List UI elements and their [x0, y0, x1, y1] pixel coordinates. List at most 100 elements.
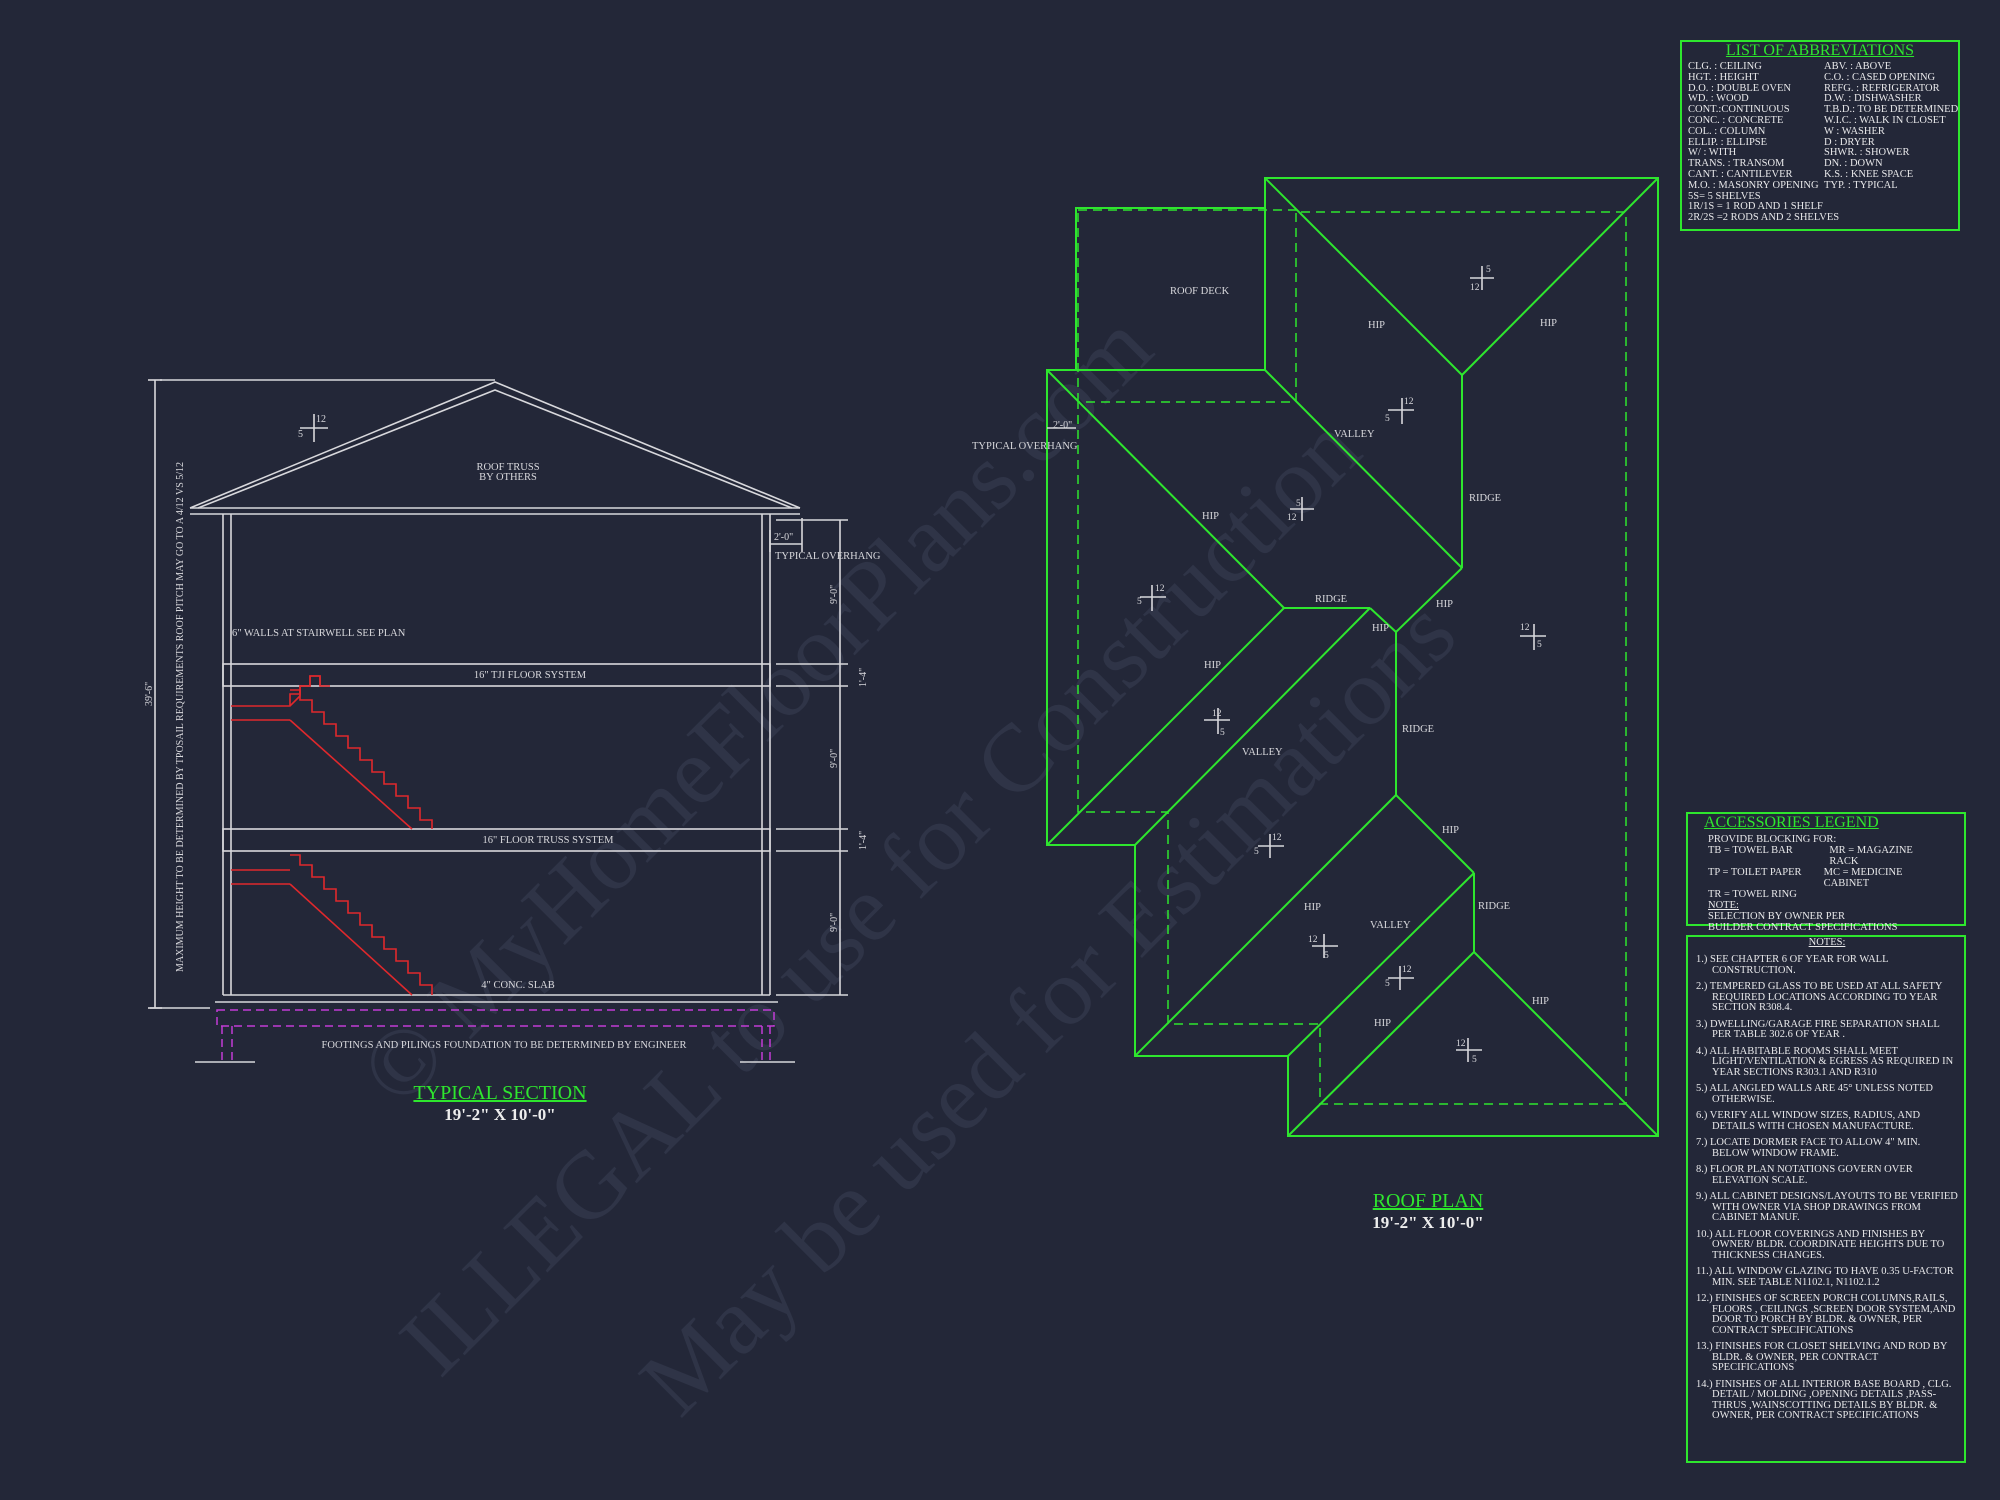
roof-valley-label-2: VALLEY	[1242, 747, 1283, 758]
note-item: 12.) FINISHES OF SCREEN PORCH COLUMNS,RA…	[1696, 1293, 1956, 1336]
pitch-g-run: 12	[1272, 833, 1282, 843]
abbreviation-item: CANT. : CANTILEVER	[1688, 168, 1793, 180]
abbreviation-item: 1R/1S = 1 ROD AND 1 SHELF	[1688, 201, 1823, 213]
abbreviation-item: REFG. : REFRIGERATOR	[1824, 82, 1940, 94]
pitch-g-rise: 5	[1254, 847, 1259, 857]
abbreviations-title: LIST OF ABBREVIATIONS	[1725, 42, 1915, 59]
abbreviation-item: ELLIP. : ELLIPSE	[1688, 136, 1768, 148]
roof-hip-label-8: HIP	[1304, 902, 1321, 913]
pitch-d-rise: 5	[1137, 597, 1142, 607]
pitch-e-rise: 5	[1537, 640, 1542, 650]
pitch-j-rise: 5	[1472, 1055, 1477, 1065]
roof-valley-label-3: VALLEY	[1370, 920, 1411, 931]
abbreviation-item: WD. : WOOD	[1688, 93, 1749, 105]
section-dim-1-4-upper: 1'-4"	[858, 668, 869, 687]
abbreviation-item: D.W. : DISHWASHER	[1824, 93, 1922, 105]
abbreviation-item: HGT. : HEIGHT	[1688, 71, 1759, 83]
section-height-note: MAXIMUM HEIGHT TO BE DETERMINED BY TPOSA…	[175, 462, 186, 972]
roof-valley-2	[1134, 607, 1371, 846]
note-item: 14.) FINISHES OF ALL INTERIOR BASE BOARD…	[1696, 1378, 1952, 1421]
roof-hip-label-10: HIP	[1374, 1018, 1391, 1029]
pitch-j-run: 12	[1456, 1039, 1466, 1049]
pitch-d-run: 12	[1155, 584, 1165, 594]
abbreviation-item: T.B.D.: TO BE DETERMINED	[1824, 104, 1959, 116]
pitch-a-run: 5	[1486, 265, 1491, 275]
note-item: 10.) ALL FLOOR COVERINGS AND FINISHES BY…	[1696, 1228, 1945, 1261]
roof-hip-label-2: HIP	[1540, 318, 1557, 329]
section-floor-system-1-label: 16" TJI FLOOR SYSTEM	[474, 670, 587, 681]
abbreviation-item: CLG. : CEILING	[1688, 61, 1762, 72]
pitch-h-rise: 5	[1324, 951, 1329, 961]
accessory-item: MR = MAGAZINE RACK	[1829, 845, 1913, 867]
roof-title: ROOF PLAN	[1372, 1190, 1484, 1212]
roof-ridge-label-2: RIDGE	[1315, 594, 1347, 605]
section-floor-system-2-label: 16" FLOOR TRUSS SYSTEM	[483, 835, 615, 846]
typical-section: 39'-6" MAXIMUM HEIGHT TO BE DETERMINED B…	[144, 379, 881, 1063]
roof-hip-label-5: HIP	[1372, 623, 1389, 634]
section-roof-truss-by-others: BY OTHERS	[479, 472, 537, 483]
abbreviation-item: 2R/2S =2 RODS AND 2 SHELVES	[1688, 212, 1840, 224]
abbreviation-item: DN. : DOWN	[1824, 158, 1883, 170]
note-item: 11.) ALL WINDOW GLAZING TO HAVE 0.35 U-F…	[1696, 1266, 1954, 1288]
roof-valley-1	[1264, 369, 1463, 569]
roof-hip-2	[1461, 177, 1659, 376]
roof-hip-label-4: HIP	[1436, 599, 1453, 610]
section-stair-upper-flight	[290, 689, 433, 829]
section-floor-system-1	[222, 663, 771, 687]
pitch-c-run: 5	[1296, 499, 1301, 509]
roof-plan: 2'-0" TYPICAL OVERHANG ROOF DECK HIP HIP…	[972, 177, 1659, 1137]
roof-overhang-dim: 2'-0"	[1053, 420, 1072, 431]
section-slab-label: 4" CONC. SLAB	[481, 980, 554, 991]
section-pitch-run: 12	[316, 414, 326, 425]
section-title: TYPICAL SECTION	[413, 1082, 587, 1104]
note-item: 8.) FLOOR PLAN NOTATIONS GOVERN OVER ELE…	[1696, 1164, 1913, 1186]
abbreviation-item: W/ : WITH	[1688, 147, 1737, 159]
pitch-c-rise: 12	[1287, 513, 1297, 523]
section-stair-upper-stringer	[289, 719, 413, 830]
abbreviation-item: CONC. : CONCRETE	[1688, 114, 1784, 126]
abbreviation-item: 5S= 5 SHELVES	[1688, 190, 1761, 202]
roof-hip-label-6: HIP	[1204, 660, 1221, 671]
roof-deck-outline	[1075, 207, 1266, 371]
section-stair-upper	[231, 675, 330, 707]
roof-ridge-label-3: RIDGE	[1402, 724, 1434, 735]
section-overhang-label: TYPICAL OVERHANG	[775, 551, 881, 562]
accessory-row: TR = TOWEL RING	[1708, 889, 1944, 900]
section-overhang-dim: 2'-0"	[774, 532, 793, 543]
roof-valley-3	[1287, 872, 1475, 1057]
abbreviation-item: D : DRYER	[1824, 136, 1875, 148]
note-item: 7.) LOCATE DORMER FACE TO ALLOW 4" MIN. …	[1696, 1137, 1921, 1159]
note-item: 2.) TEMPERED GLASS TO BE USED AT ALL SAF…	[1696, 981, 1943, 1013]
roof-title-block: ROOF PLAN 19'-2" X 10'-0"	[1288, 1190, 1568, 1233]
section-roof-truss-label: ROOF TRUSS	[476, 462, 539, 473]
abbreviation-item: ABV. : ABOVE	[1824, 61, 1892, 72]
section-walls-note: 6" WALLS AT STAIRWELL SEE PLAN	[232, 628, 406, 639]
section-dim-1-4-lower: 1'-4"	[858, 831, 869, 850]
roof-hip-1	[1264, 177, 1463, 376]
roof-hip-7	[1134, 794, 1397, 1057]
section-dim-9-lower: 9'-0"	[829, 913, 840, 932]
abbreviation-item: C.O. : CASED OPENING	[1824, 71, 1936, 83]
roof-hip-label-3: HIP	[1202, 511, 1219, 522]
abbreviation-item: M.O. : MASONRY OPENING	[1688, 179, 1819, 191]
abbreviation-item: TYP. : TYPICAL	[1824, 179, 1898, 191]
accessories-note-1: SELECTION BY OWNER PER	[1708, 911, 1845, 922]
note-item: 6.) VERIFY ALL WINDOW SIZES, RADIUS, AND…	[1696, 1110, 1921, 1132]
section-roof-outline	[189, 381, 801, 509]
abbreviation-item: SHWR. : SHOWER	[1824, 147, 1910, 159]
pitch-i-run: 12	[1402, 965, 1412, 975]
roof-overhang-label: TYPICAL OVERHANG	[972, 441, 1078, 452]
notes-title: NOTES:	[1808, 937, 1846, 948]
notes-box: NOTES: 1.) SEE CHAPTER 6 OF YEAR FOR WAL…	[1686, 935, 1966, 1463]
accessory-item: MC = MEDICINE CABINET	[1823, 867, 1903, 889]
roof-hip-label-7: HIP	[1442, 825, 1459, 836]
section-footings-label: FOOTINGS AND PILINGS FOUNDATION TO BE DE…	[322, 1040, 687, 1051]
note-item: 4.) ALL HABITABLE ROOMS SHALL MEET LIGHT…	[1696, 1045, 1954, 1078]
abbreviation-item: D.O. : DOUBLE OVEN	[1688, 82, 1791, 94]
accessories-note-label: NOTE:	[1708, 900, 1739, 911]
roof-hip-10	[1473, 951, 1659, 1137]
pitch-e-run: 12	[1520, 623, 1530, 633]
